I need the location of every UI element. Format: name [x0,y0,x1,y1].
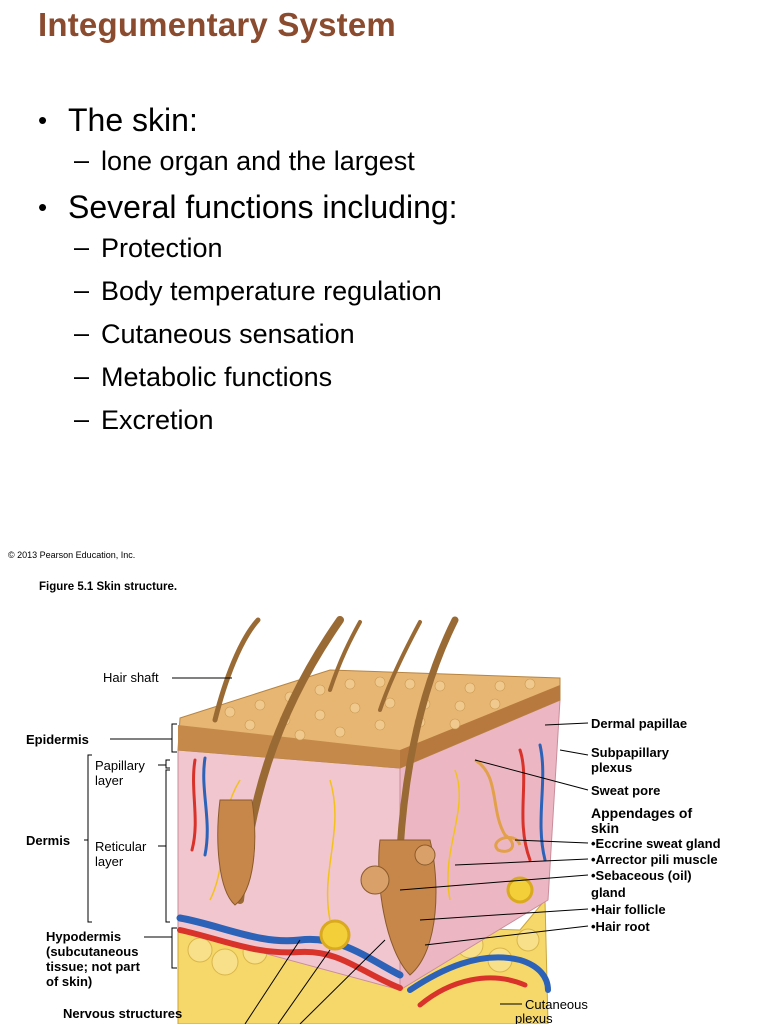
label-appendages-1: Appendages of [591,805,692,821]
label-sweat-pore: Sweat pore [591,783,660,798]
label-subpapillary-2: plexus [591,760,632,775]
bullet-functions: Several functions including: [38,187,758,227]
label-dermal-papillae: Dermal papillae [591,716,687,731]
label-hair-follicle: •Hair follicle [591,902,666,917]
label-hypodermis-note-2: tissue; not part [46,959,141,974]
leader-lines [84,677,589,1024]
sub-bullet: Protection [38,230,758,265]
label-eccrine-sweat-gland: •Eccrine sweat gland [591,836,721,851]
label-reticular-2: layer [95,854,124,869]
hair-follicles [217,799,437,976]
label-hypodermis-note-3: of skin) [46,974,92,989]
label-subpapillary-1: Subpapillary [591,745,670,760]
label-epidermis: Epidermis [26,732,89,747]
sub-bullet: lone organ and the largest [38,143,758,178]
label-sebaceous-1: •Sebaceous (oil) [591,868,692,883]
label-papillary-2: layer [95,773,124,788]
bullet-list: The skin: lone organ and the largest Sev… [38,100,758,446]
label-cutaneous-2: plexus [515,1011,553,1024]
slide-title: Integumentary System [38,6,396,43]
label-papillary-1: Papillary [95,758,145,773]
blood-vessels [176,743,551,1008]
sweat-gland [319,758,534,951]
label-arrector-pili: •Arrector pili muscle [591,852,718,867]
label-hair-root: •Hair root [591,919,650,934]
label-dermis: Dermis [26,833,70,848]
layer-brackets [87,723,177,969]
sub-bullet: Cutaneous sensation [38,316,758,351]
label-nervous-structures: Nervous structures [63,1006,182,1021]
figure-caption: Figure 5.1 Skin structure. [39,581,178,593]
sub-bullet: Body temperature regulation [38,273,758,308]
label-hypodermis: Hypodermis [46,929,121,944]
label-appendages-2: skin [591,820,619,836]
sub-bullet: Metabolic functions [38,359,758,394]
label-cutaneous-1: Cutaneous [525,997,588,1012]
copyright-notice: © 2013 Pearson Education, Inc. [8,550,136,560]
label-hypodermis-note-1: (subcutaneous [46,944,138,959]
label-sebaceous-2: gland [591,885,626,900]
label-hair-shaft: Hair shaft [103,670,159,685]
skin-structure-diagram: Hair shaft Epidermis Papillary layer Der… [26,616,721,1024]
label-reticular-1: Reticular [95,839,147,854]
bullet-skin: The skin: [38,100,758,140]
sub-bullet: Excretion [38,402,758,437]
